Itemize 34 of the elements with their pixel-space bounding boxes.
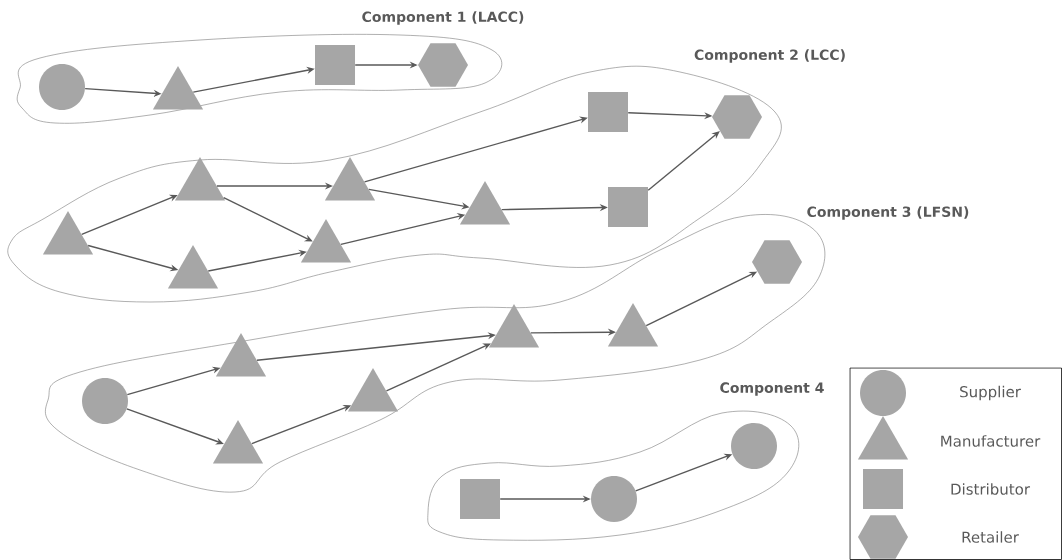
distributor-square bbox=[315, 45, 355, 85]
distributor-square bbox=[460, 479, 500, 519]
legend-text: Manufacturer bbox=[941, 435, 1041, 447]
component-heading: Component 4 bbox=[720, 382, 824, 396]
manufacturer-triangle bbox=[42, 211, 94, 255]
manufacturer-triangle bbox=[215, 333, 267, 377]
component-heading: Component 3 (LFSN) bbox=[807, 206, 969, 220]
distributor-square bbox=[588, 92, 628, 132]
supplier-circle bbox=[39, 64, 85, 110]
manufacturer-triangle bbox=[488, 304, 540, 348]
supplier-circle bbox=[731, 423, 777, 469]
manufacturer-triangle bbox=[607, 303, 659, 347]
supplier-circle bbox=[591, 476, 637, 522]
arrow bbox=[647, 131, 720, 191]
component-heading: Component 2 (LCC) bbox=[694, 49, 845, 63]
arrow bbox=[126, 408, 224, 445]
supplier-circle bbox=[82, 378, 128, 424]
retailer-hexagon bbox=[752, 240, 802, 284]
manufacturer-triangle bbox=[167, 245, 219, 289]
retailer-hexagon bbox=[418, 43, 468, 87]
manufacturer-triangle bbox=[459, 181, 511, 225]
manufacturer-triangle bbox=[300, 219, 352, 263]
legend-text: Retailer bbox=[962, 531, 1019, 543]
manufacturer-triangle bbox=[152, 66, 204, 110]
component-heading: Component 1 (LACC) bbox=[362, 11, 524, 25]
manufacturer-triangle bbox=[324, 157, 376, 201]
arrow bbox=[385, 343, 491, 392]
distributor-square bbox=[608, 187, 648, 227]
manufacturer-triangle bbox=[212, 420, 264, 464]
manufacturer-triangle bbox=[174, 157, 226, 201]
retailer-hexagon bbox=[712, 95, 762, 139]
manufacturer-triangle bbox=[347, 368, 399, 412]
legend-text: Distributor bbox=[951, 483, 1030, 495]
legend-text: Supplier bbox=[960, 385, 1021, 401]
